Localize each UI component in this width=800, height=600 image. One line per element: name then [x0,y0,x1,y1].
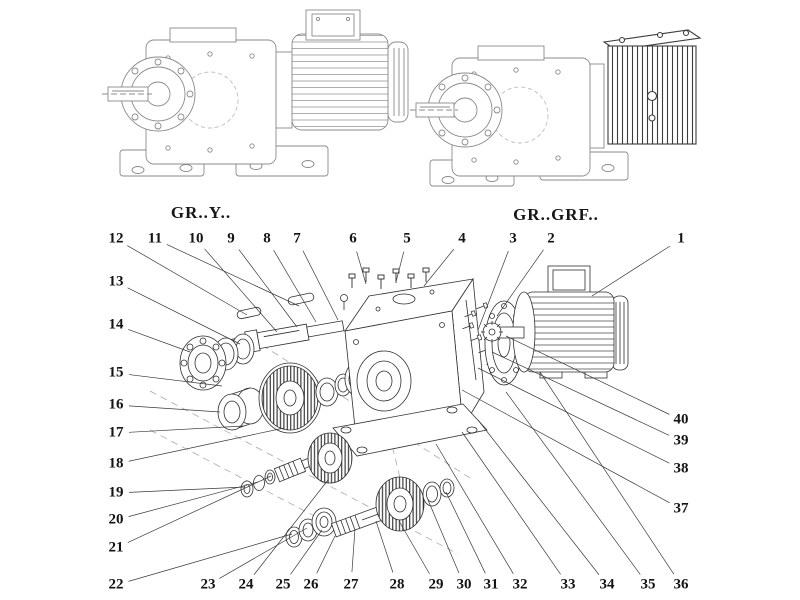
callout-19: 19 [108,484,124,501]
model-label-left: GR..Y.. [170,203,232,222]
callout-1: 1 [677,230,685,247]
ball-bearing [179,335,227,391]
callout-35: 35 [640,576,656,593]
callout-32: 32 [512,576,528,593]
callout-5: 5 [403,230,411,247]
left-gearmotor-drawing [102,9,409,177]
spacer-sleeve [217,387,265,431]
callout-13: 13 [108,273,124,290]
ribbed-gear [258,362,322,434]
callout-25: 25 [275,576,291,593]
callout-40: 40 [673,411,689,428]
callout-37: 37 [673,500,689,517]
gear-housing [332,277,488,457]
callout-18: 18 [108,455,124,472]
callout-30: 30 [456,576,472,593]
callout-10: 10 [188,230,204,247]
callout-39: 39 [673,432,689,449]
callout-20: 20 [108,511,124,528]
callout-6: 6 [349,230,357,247]
callout-2: 2 [547,230,555,247]
callout-9: 9 [227,230,235,247]
callout-11: 11 [147,230,163,247]
callout-31: 31 [483,576,499,593]
right-gearmotor-drawing [410,29,702,187]
callout-36: 36 [673,576,689,593]
shaft-key [236,306,262,320]
callout-33: 33 [560,576,576,593]
exploded-view-drawing [127,244,675,582]
intermediate-gear-set [240,432,353,498]
callout-4: 4 [458,230,466,247]
callout-7: 7 [293,230,301,247]
callout-24: 24 [238,576,254,593]
callout-22: 22 [108,576,124,593]
model-label-right: GR..GRF.. [513,205,599,224]
callout-16: 16 [108,396,124,413]
output-shaft-assembly [285,476,455,548]
motor [481,265,629,379]
callout-17: 17 [108,424,124,441]
callout-3: 3 [509,230,517,247]
shaft-key [287,292,315,306]
callout-14: 14 [108,316,124,333]
callout-29: 29 [428,576,444,593]
callout-12: 12 [108,230,124,247]
callout-23: 23 [200,576,216,593]
callout-27: 27 [343,576,359,593]
callout-28: 28 [389,576,405,593]
cover-bolts [340,267,430,310]
callout-34: 34 [599,576,615,593]
finned-cover-block [602,29,702,145]
leader-lines [127,244,675,582]
callout-21: 21 [108,539,124,556]
callout-26: 26 [303,576,319,593]
callout-38: 38 [673,460,689,477]
callout-15: 15 [108,364,124,381]
callout-8: 8 [263,230,271,247]
motor-pinion [481,321,503,343]
